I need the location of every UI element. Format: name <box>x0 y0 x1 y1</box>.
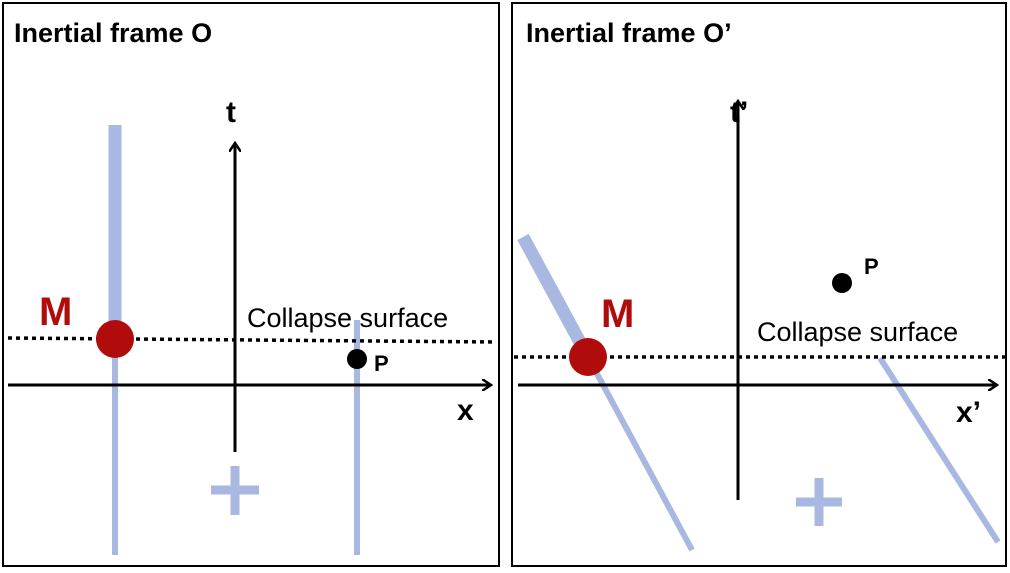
point-p-dot <box>347 349 367 369</box>
right-frame-border <box>511 2 1007 567</box>
point-p-label: P <box>374 351 389 376</box>
x-axis-label: x <box>457 394 474 427</box>
plus-symbol <box>211 466 259 515</box>
right-panel: Inertial frame O’ t’ x’ Collapse surface… <box>511 2 1007 567</box>
mass-dot <box>96 320 134 358</box>
point-p-label: P <box>864 254 879 279</box>
t-axis-label: t’ <box>730 96 748 129</box>
x-axis-label: x’ <box>956 396 981 429</box>
mass-worldline-thin <box>585 355 695 552</box>
collapse-surface-line <box>7 336 497 344</box>
left-frame-border <box>2 2 500 567</box>
partner-worldline <box>877 356 1001 544</box>
point-p-dot <box>832 273 852 293</box>
collapse-surface-label: Collapse surface <box>757 317 958 347</box>
collapse-surface-label: Collapse surface <box>247 303 448 333</box>
mass-dot <box>569 338 607 376</box>
mass-label: M <box>39 290 72 334</box>
left-panel: Inertial frame O t x Collapse surface M … <box>2 2 500 567</box>
left-frame-title: Inertial frame O <box>14 18 212 48</box>
mass-label: M <box>601 292 634 336</box>
t-axis-label: t <box>226 96 236 129</box>
right-frame-title: Inertial frame O’ <box>526 18 732 48</box>
mass-worldline-thick <box>517 233 594 361</box>
plus-symbol <box>796 478 842 526</box>
